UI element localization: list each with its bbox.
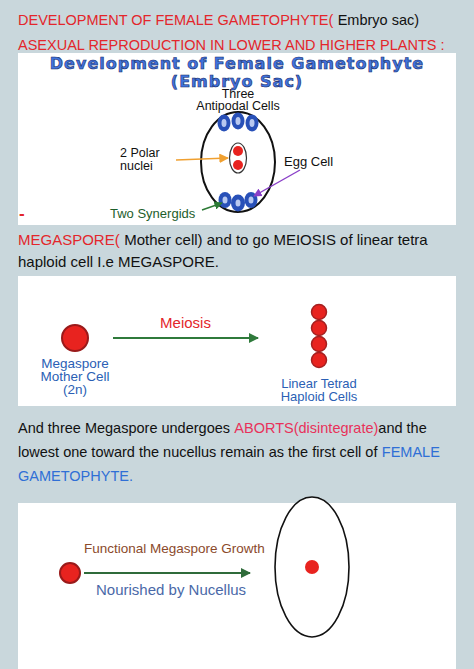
central-cell <box>230 143 247 173</box>
synergid-cell <box>219 192 232 208</box>
text-paragraph: And three Megaspore undergoesABORTS(disi… <box>18 416 463 488</box>
meiosis-arrow <box>113 337 258 339</box>
node-label: Megaspore Mother Cell <box>37 354 113 383</box>
nucleus <box>305 560 319 574</box>
embryo-sac-outline <box>201 112 275 212</box>
polar-nucleus <box>233 146 243 156</box>
arrow-caption: Functional Megaspore Growth <box>84 541 299 557</box>
panel <box>18 276 456 406</box>
haploid-cell <box>312 305 327 320</box>
polar-nucleus <box>233 160 243 170</box>
growth-arrow <box>84 572 250 574</box>
node-shape <box>37 322 113 354</box>
node-label: (2n) <box>37 383 113 396</box>
cell-highlight <box>223 197 228 204</box>
haploid-cell <box>312 337 327 352</box>
tetrad-cells: Linear Tetrad Haploid Cells <box>258 303 380 403</box>
haploid-cell <box>312 353 327 368</box>
egg-cell <box>231 195 245 212</box>
cell-highlight <box>222 119 227 127</box>
heading-text: Embryo sac) <box>338 12 419 28</box>
mother-cell: Megaspore Mother Cell(2n) <box>37 322 113 396</box>
cell-highlight <box>250 119 255 127</box>
cell-circle <box>62 325 88 351</box>
antipodal-cell <box>232 113 245 130</box>
body-text: MEGASPORE( <box>18 231 120 248</box>
panel <box>18 503 456 669</box>
antipodal-cell <box>218 115 231 132</box>
leader-arrow <box>202 203 222 210</box>
edge-label: Meiosis <box>160 314 211 331</box>
part-label: 2 Polar nuclei <box>120 147 176 173</box>
panel-title: Development of Female Gametophyte <box>18 55 456 73</box>
node-label: Linear Tetrad Haploid Cells <box>258 371 380 403</box>
embryo-sac-outline <box>275 497 349 637</box>
part-label: Two Synergids <box>110 206 220 221</box>
functional-megaspore <box>60 563 80 583</box>
cell-highlight <box>236 117 241 125</box>
part-label: Three Antipodal Cells <box>195 88 281 112</box>
panel <box>18 53 456 225</box>
body-text: And three Megaspore undergoes <box>18 420 230 436</box>
leader-arrow <box>176 158 228 160</box>
node-shape <box>258 303 380 371</box>
cell-highlight <box>236 200 241 207</box>
leader-arrow <box>254 170 300 196</box>
heading-text: DEVELOPMENT OF FEMALE GAMETOPHYTE( <box>18 12 333 28</box>
haploid-cell <box>312 321 327 336</box>
body-text: ABORTS(disintegrate) <box>234 420 378 436</box>
part-label: Egg Cell <box>284 154 354 169</box>
dash-mark: - <box>19 205 33 223</box>
antipodal-cell <box>246 115 259 132</box>
text-paragraph: MEGASPORE(Mother cell) and to go MEIOSIS… <box>18 229 463 273</box>
arrow-caption: Nourished by Nucellus <box>96 581 306 598</box>
text-paragraph: DEVELOPMENT OF FEMALE GAMETOPHYTE( Embryo… <box>18 8 470 58</box>
cell-highlight <box>249 197 254 204</box>
